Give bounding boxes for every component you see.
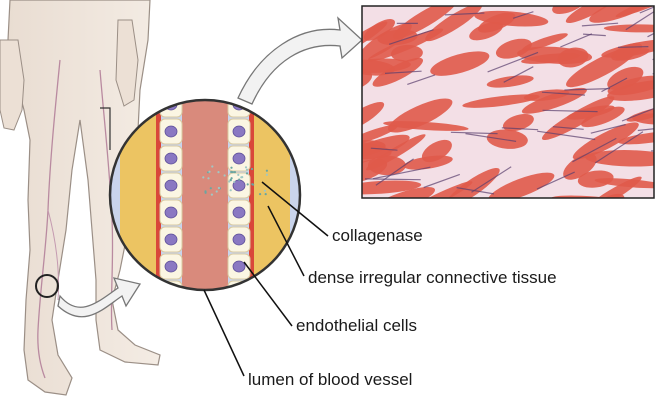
collagenase-particle xyxy=(246,169,248,171)
collagenase-particle xyxy=(230,189,232,191)
collagenase-particle xyxy=(251,183,253,185)
collagenase-particle xyxy=(265,193,267,195)
collagenase-particle xyxy=(264,190,266,192)
collagenase-particle xyxy=(218,187,220,189)
label-lumen-of-blood-vessel: lumen of blood vessel xyxy=(248,370,412,390)
cell-nucleus xyxy=(165,180,177,191)
cell-nucleus xyxy=(233,261,245,272)
hand-shape xyxy=(0,40,24,130)
cell-nucleus xyxy=(233,126,245,137)
cell-nucleus xyxy=(165,261,177,272)
tissue-micrograph xyxy=(313,0,660,226)
collagenase-particle xyxy=(266,174,268,176)
elastic-fiber xyxy=(365,179,421,180)
cell-nucleus xyxy=(165,288,177,299)
cell-nucleus xyxy=(233,207,245,218)
collagenase-particle xyxy=(266,170,268,172)
collagenase-particle xyxy=(247,183,249,185)
collagenase-particle xyxy=(202,176,204,178)
collagenase-particle xyxy=(224,174,226,176)
collagenase-particle xyxy=(234,171,236,173)
cell-nucleus xyxy=(165,207,177,218)
collagenase-particle xyxy=(233,181,235,183)
collagenase-particle xyxy=(216,190,218,192)
cell-nucleus xyxy=(165,126,177,137)
cell-nucleus xyxy=(233,153,245,164)
elastic-fiber xyxy=(618,47,648,48)
collagenase-particle xyxy=(208,171,210,173)
leader-lumen xyxy=(204,290,244,376)
label-endothelial-cells: endothelial cells xyxy=(296,316,417,336)
collagenase-particle xyxy=(232,171,234,173)
collagenase-particle xyxy=(210,187,212,189)
collagenase-particle xyxy=(259,193,261,195)
cell-nucleus xyxy=(165,234,177,245)
collagenase-particle xyxy=(230,167,232,169)
label-dense-irregular-connective-tissue: dense irregular connective tissue xyxy=(308,268,557,288)
zoom-arrow-2 xyxy=(238,18,362,104)
cell-nucleus xyxy=(233,234,245,245)
leader-endothelial xyxy=(244,262,292,326)
collagenase-particle xyxy=(205,192,207,194)
collagenase-particle xyxy=(245,166,247,168)
label-collagenase: collagenase xyxy=(332,226,423,246)
collagenase-particle xyxy=(241,176,243,178)
collagenase-particle xyxy=(231,177,233,179)
cell-nucleus xyxy=(233,288,245,299)
collagenase-particle xyxy=(237,174,239,176)
collagenase-particle xyxy=(251,168,253,170)
collagenase-particle xyxy=(207,177,209,179)
cell-nucleus xyxy=(165,153,177,164)
collagenase-particle xyxy=(238,179,240,181)
collagenase-particle xyxy=(211,194,213,196)
collagenase-particle xyxy=(246,172,248,174)
collagenase-particle xyxy=(211,165,213,167)
collagenase-particle xyxy=(217,171,219,173)
